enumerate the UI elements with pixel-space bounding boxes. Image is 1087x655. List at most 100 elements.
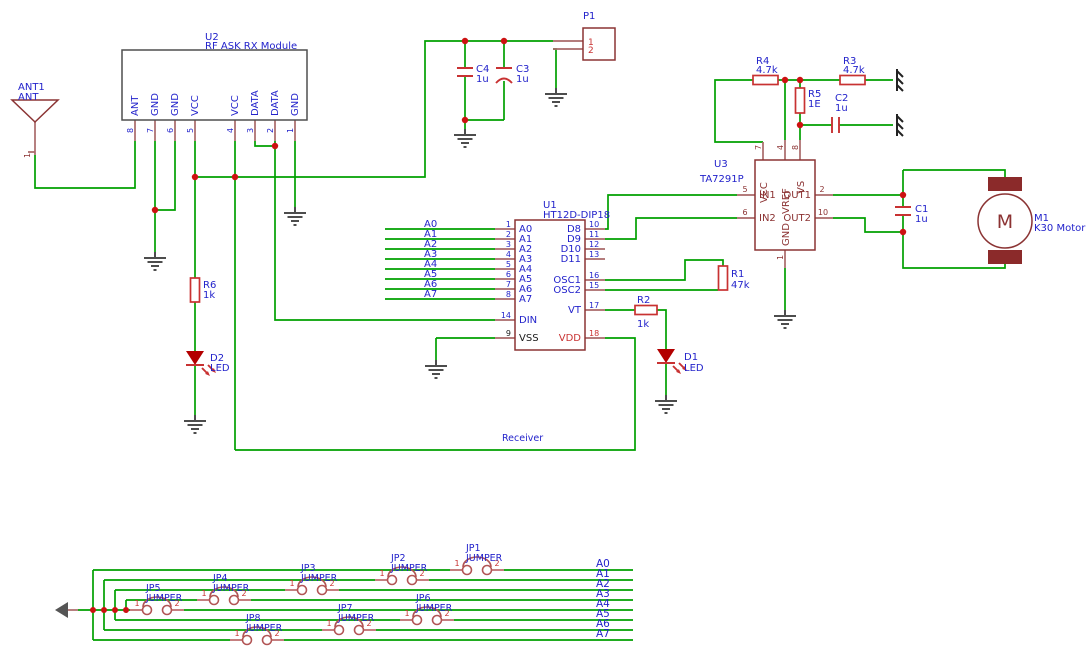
u1-pin-name: DIN: [519, 315, 537, 326]
net-label: A2: [424, 239, 437, 250]
jumper-ref: JP2: [390, 553, 406, 564]
r4-value: 4.7k: [756, 65, 778, 76]
c2-ref: C2: [835, 93, 848, 104]
u1-pin-number: 18: [589, 329, 599, 338]
c1-value: 1u: [915, 214, 928, 225]
u2-pin-name: GND: [170, 93, 181, 116]
resistor-r5: R5 1E: [794, 87, 821, 114]
net-label: A7: [596, 628, 610, 640]
capacitor-c2: C2 1u: [831, 93, 848, 133]
r5-value: 1E: [808, 99, 821, 110]
net-label: A0: [596, 558, 610, 570]
u1-pin-number: 12: [589, 240, 599, 249]
u2-pin-number: 2: [266, 128, 275, 133]
r1-value: 47k: [731, 280, 750, 291]
u3-pin-name: VS: [796, 181, 807, 194]
jumper-pin-number: 1: [454, 559, 459, 568]
r6-value: 1k: [203, 290, 215, 301]
u1-pin-name: A6: [519, 284, 532, 295]
resistor-r3: R3 4.7k: [839, 56, 866, 86]
u1-pin-name: OSC1: [553, 275, 581, 286]
receiver-label: Receiver: [502, 433, 543, 444]
net-label: A2: [596, 578, 610, 590]
jumper-pin-number: 2: [494, 559, 499, 568]
u1-pin-name: A4: [519, 264, 532, 275]
u1-pin-name: A5: [519, 274, 532, 285]
jumper-pin-number: 1: [404, 609, 409, 618]
capacitor-c3: C3 1u: [495, 64, 529, 85]
u2-pin-name: GND: [290, 93, 301, 116]
u1-pin-number: 15: [589, 281, 599, 290]
u1-pin-number: 9: [506, 329, 511, 338]
junction-dots: [90, 37, 907, 613]
u3-pin-number: 6: [742, 208, 747, 217]
earth-ground-symbol: [896, 68, 904, 92]
jumper-pin-number: 2: [444, 609, 449, 618]
u3-pin-number: 10: [818, 208, 828, 217]
u1-pin-name: VDD: [559, 333, 582, 344]
jumper-value: JUMPER: [415, 603, 453, 614]
d2-value: LED: [210, 363, 230, 374]
u3-pin-name: VREF: [781, 188, 792, 214]
jumper-value: JUMPER: [212, 583, 250, 594]
u1-pin-name: A1: [519, 234, 532, 245]
jumper-ref: JP6: [415, 593, 431, 604]
u2-pin-number: 3: [246, 128, 255, 133]
u1-pin-name: D11: [561, 254, 581, 265]
resistor-r6: R6 1k: [189, 277, 216, 303]
jumper-jp8: 1 2 JP8 JUMPER: [230, 613, 284, 646]
net-label: A7: [424, 289, 437, 300]
u1-ref: U1: [543, 200, 557, 211]
u1-pin-number: 7: [506, 280, 511, 289]
u1-pin-name: A2: [519, 244, 532, 255]
u1-pin-name: A7: [519, 294, 532, 305]
jumper-ref: JP8: [245, 613, 261, 624]
r2-value: 1k: [637, 319, 649, 330]
m1-ref: M1: [1034, 213, 1049, 224]
u1-pin-name: VSS: [519, 333, 539, 344]
u1-pin-number: 13: [589, 250, 599, 259]
u3-motor-driver: U3 TA7291P VCC VREF VS 7 4 8 IN1 IN2 5 6…: [699, 145, 828, 260]
gnd-symbol: [654, 394, 678, 414]
u2-pin-name: ANT: [130, 95, 141, 116]
resistor-r4: R4 4.7k: [752, 56, 779, 86]
jumper-jp7: 1 2 JP7 JUMPER: [322, 603, 376, 636]
c4-value: 1u: [476, 74, 489, 85]
gnd-symbol: [544, 87, 568, 107]
d1-value: LED: [684, 363, 704, 374]
u2-rf-module: U2 RF ASK RX Module ANT GND GND VCC VCC …: [121, 32, 308, 133]
jumper-pin-number: 1: [201, 589, 206, 598]
p1-pin-number: 2: [588, 46, 594, 56]
c1-ref: C1: [915, 204, 928, 215]
net-label: A6: [596, 618, 610, 630]
net-label: A4: [424, 259, 437, 270]
u3-pin-number: 4: [776, 145, 785, 150]
jumper-pin-number: 2: [419, 569, 424, 578]
c3-ref: C3: [516, 64, 529, 75]
gnd-arrow-symbol: [55, 602, 78, 618]
d2-ref: D2: [210, 353, 224, 364]
antenna-value: ANT: [18, 92, 39, 103]
p1-ref: P1: [583, 11, 595, 22]
u1-pin-number: 14: [501, 311, 511, 320]
u1-pin-number: 1: [506, 220, 511, 229]
u2-value: RF ASK RX Module: [205, 41, 297, 52]
u1-pin-name: A3: [519, 254, 532, 265]
c4-ref: C4: [476, 64, 489, 75]
u3-pin-number: 2: [819, 185, 824, 194]
u1-pin-name: D10: [561, 244, 581, 255]
u3-pin-name: IN1: [759, 190, 776, 201]
resistor-r1: R1 47k: [717, 265, 750, 291]
gnd-symbol: [283, 206, 307, 226]
motor-letter: M: [997, 211, 1013, 233]
bus-bottom-labels: A0 A1 A2 A3 A4 A5 A6 A7: [596, 558, 610, 640]
jumper-pin-number: 1: [379, 569, 384, 578]
jumper-pin-number: 2: [174, 599, 179, 608]
gnd-symbol: [424, 359, 448, 379]
u1-pin-name: D8: [567, 224, 581, 235]
u1-decoder: U1 HT12D-DIP18 A0 A1 A2 A3 A4 A5 A6 A7 D…: [501, 200, 610, 351]
jumper-jp6: 1 2 JP6 JUMPER: [400, 593, 454, 626]
jumper-pin-number: 1: [326, 619, 331, 628]
u1-pin-number: 10: [589, 220, 599, 229]
